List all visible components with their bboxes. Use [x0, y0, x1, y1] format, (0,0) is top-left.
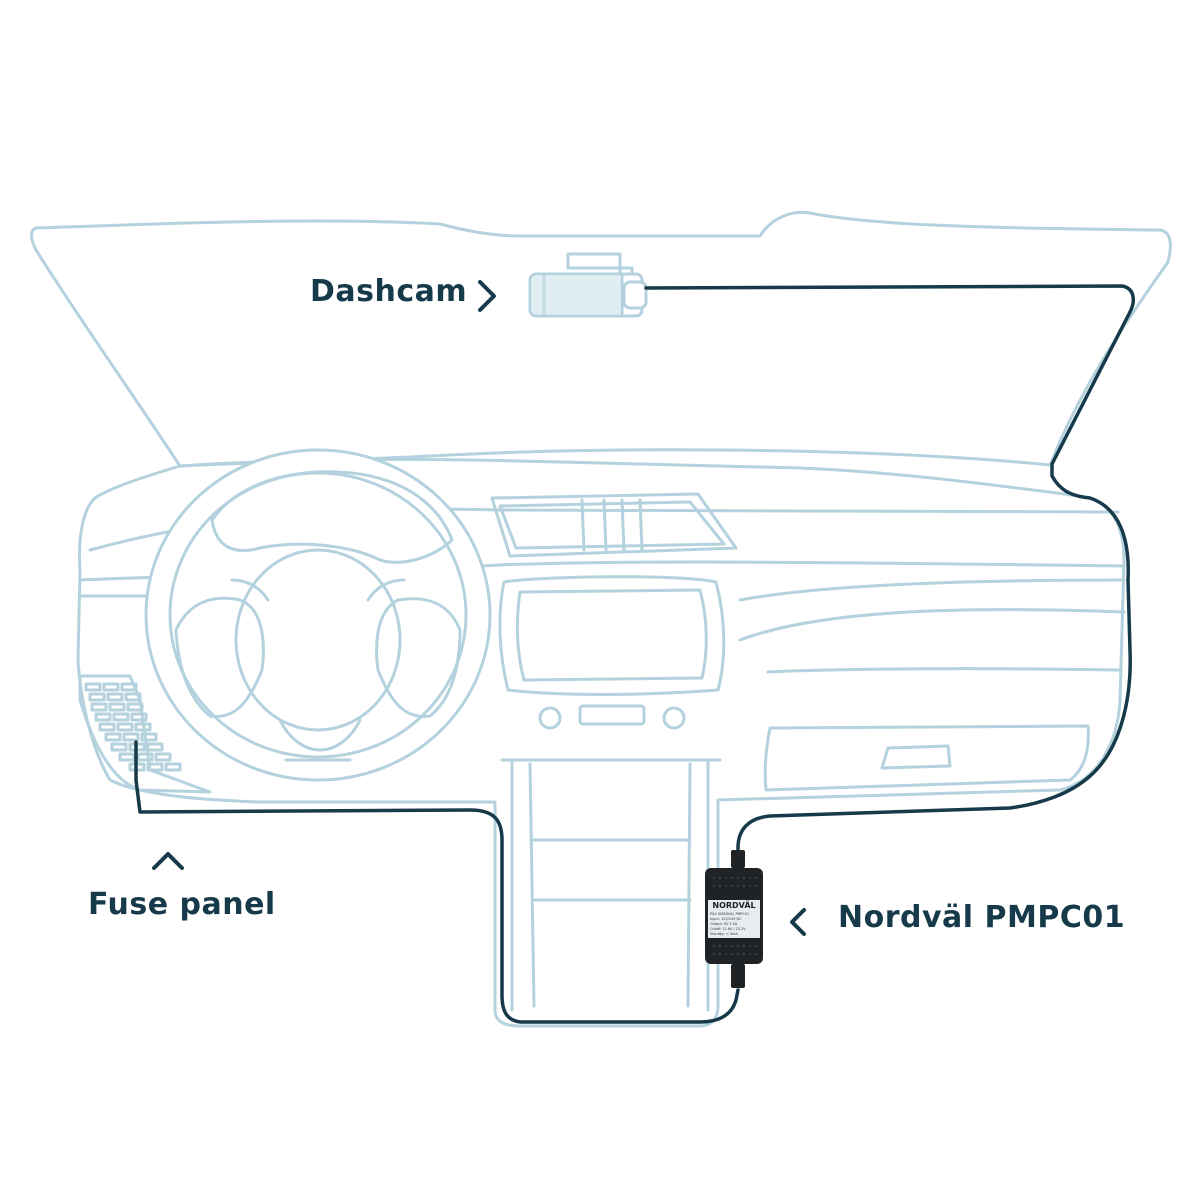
passenger-dash-line	[738, 608, 1126, 674]
infotainment-screen	[498, 575, 726, 696]
module-fine-print-1: P/N: NORDVAL PMPC01	[710, 912, 749, 916]
nordval-module: NORDVÄL P/N: NORDVAL PMPC01 Input: 12V/2…	[705, 850, 763, 988]
cable-to-dashcam-end	[134, 740, 740, 1024]
center-button	[578, 704, 646, 726]
chevron-up-icon	[152, 852, 184, 870]
center-knob-left	[538, 706, 562, 730]
center-vent-inner	[498, 500, 726, 550]
infotainment-screen-inner	[515, 588, 708, 682]
chevron-left-icon	[790, 908, 806, 936]
dashcam-device	[528, 252, 648, 318]
dashcam-label: Dashcam	[310, 274, 468, 309]
module-brand: NORDVÄL	[712, 900, 755, 910]
glovebox-handle	[880, 744, 952, 770]
chevron-right-icon	[478, 280, 496, 312]
center-vent	[490, 492, 738, 558]
module-fine-print-5: Standby: < 3mA	[710, 932, 738, 936]
glovebox	[763, 724, 1090, 792]
fuse-panel-grid	[78, 674, 212, 794]
device-label: Nordväl PMPC01	[838, 900, 1126, 935]
module-fine-print-4: Cutoff: 11.6V / 23.2V	[710, 927, 746, 931]
center-knob-right	[662, 706, 686, 730]
center-console	[500, 758, 722, 1012]
module-fine-print-3: Output: 5V 2.5A	[710, 922, 738, 926]
power-cable	[644, 284, 1136, 862]
steering-wheel	[144, 448, 492, 782]
module-fine-print-2: Input: 12V/24V DC	[710, 917, 742, 921]
fuse-panel-label: Fuse panel	[88, 887, 276, 922]
dashboard-outline	[76, 457, 1126, 1028]
windshield-outline	[30, 211, 1172, 468]
